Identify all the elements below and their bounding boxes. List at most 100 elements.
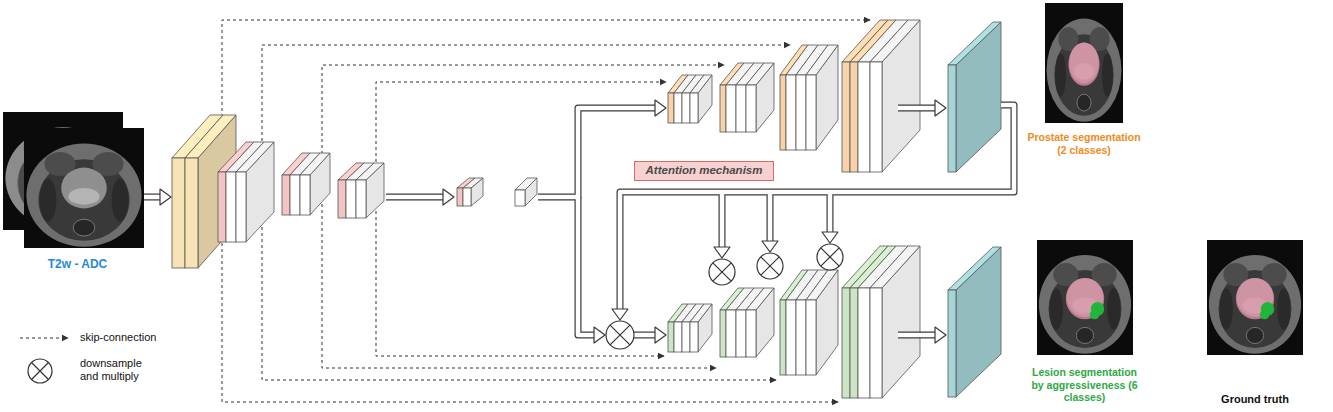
block-top — [185, 115, 236, 158]
flow-arrow-head — [935, 100, 946, 116]
legend-text: skip-connection — [80, 331, 190, 344]
prostate-overlay — [1068, 43, 1099, 86]
mri-muscle — [1219, 288, 1232, 329]
block-front — [786, 75, 796, 150]
multiply-operator — [817, 244, 843, 270]
block-front — [515, 190, 525, 206]
flow-arrow-outline — [898, 105, 935, 112]
block-front — [736, 85, 746, 132]
block-front — [668, 93, 674, 123]
flow-arrow-body — [386, 195, 443, 200]
flow-arrow-head — [594, 327, 605, 343]
mri-images — [3, 3, 1303, 355]
block-front — [858, 288, 870, 398]
legend-sample-line — [20, 338, 68, 339]
block-front — [806, 300, 816, 375]
layer-block — [870, 246, 920, 398]
layer-block — [870, 20, 920, 172]
multiply-operator — [757, 253, 783, 279]
operator-circle — [757, 253, 783, 279]
layer-block — [690, 304, 712, 352]
image-panel: Lesion segmentation by aggressiveness (6… — [1031, 240, 1138, 404]
flow-arrow-body — [620, 105, 1014, 309]
block-front — [674, 322, 682, 352]
block-top — [806, 45, 838, 75]
block-front — [736, 310, 746, 357]
layer-block — [746, 288, 774, 357]
block-top — [870, 20, 920, 62]
block-front — [346, 180, 356, 218]
block-front — [870, 62, 882, 172]
flow-arrow-head — [655, 100, 666, 116]
mri-muscle — [1277, 288, 1290, 329]
flow-arrow-outline — [898, 332, 935, 339]
flow-arrow-head — [160, 189, 171, 205]
layer-block — [746, 63, 774, 132]
block-top — [356, 163, 384, 180]
legend-item: downsample and multiply — [80, 357, 152, 383]
mri-muscle — [1102, 53, 1113, 96]
block-top — [236, 142, 274, 172]
block-front — [463, 188, 471, 206]
image-caption: Prostate segmentation (2 classes) — [1024, 131, 1144, 156]
mri-background — [1207, 240, 1303, 355]
layer-block — [806, 270, 838, 375]
attention-box: Attention mechanism — [634, 161, 775, 181]
image-panel: Prostate segmentation (2 classes) — [1024, 3, 1144, 156]
block-front — [850, 288, 858, 398]
block-front — [720, 85, 726, 132]
block-front — [236, 172, 246, 242]
flow-arrow-head — [714, 247, 730, 258]
block-front — [786, 300, 796, 375]
layer-block — [356, 163, 384, 218]
operator-circle — [817, 244, 843, 270]
layer-block — [236, 142, 274, 242]
block-front — [172, 158, 185, 268]
block-front — [842, 288, 850, 398]
multiply-operator — [606, 321, 634, 349]
flow-arrow-body — [578, 197, 594, 335]
image-panel: Ground truth — [1200, 240, 1310, 406]
layer-block — [806, 45, 838, 150]
mri-background — [1037, 240, 1133, 355]
flow-arrow-head — [612, 309, 628, 320]
mri-muscle — [1049, 288, 1062, 329]
block-front — [185, 158, 198, 268]
layer-block — [948, 247, 1001, 397]
mri-muscle — [112, 178, 129, 221]
block-front — [780, 300, 786, 375]
block-front — [682, 322, 690, 352]
operator-cross — [32, 363, 49, 380]
block-front — [682, 93, 690, 123]
mri-rectum — [1077, 94, 1091, 111]
skip-connection-line — [376, 82, 666, 168]
block-front — [218, 172, 226, 242]
block-front — [746, 310, 756, 357]
lesion-overlay — [1260, 310, 1270, 319]
block-front — [282, 175, 290, 215]
flow-arrow-outline — [538, 108, 655, 197]
multiply-operators — [606, 244, 843, 349]
block-front — [338, 180, 346, 218]
block-front — [948, 65, 956, 172]
block-top — [746, 63, 774, 85]
skip-connection-line — [322, 204, 716, 368]
flow-arrow-head — [443, 189, 454, 205]
flow-arrow-body — [898, 333, 935, 338]
block-top — [300, 153, 330, 175]
flow-arrow-outline — [767, 192, 774, 241]
flow-arrow-body — [768, 192, 773, 241]
flow-arrow-outline — [386, 194, 443, 201]
block-front — [726, 310, 736, 357]
mri-fat — [1039, 255, 1131, 354]
flow-arrow-head — [655, 327, 666, 343]
block-top — [870, 246, 920, 288]
image-panel: T2w - ADC — [10, 112, 145, 271]
block-top — [515, 178, 537, 190]
block-front — [746, 85, 756, 132]
block-front — [290, 175, 300, 215]
block-top — [690, 304, 712, 322]
